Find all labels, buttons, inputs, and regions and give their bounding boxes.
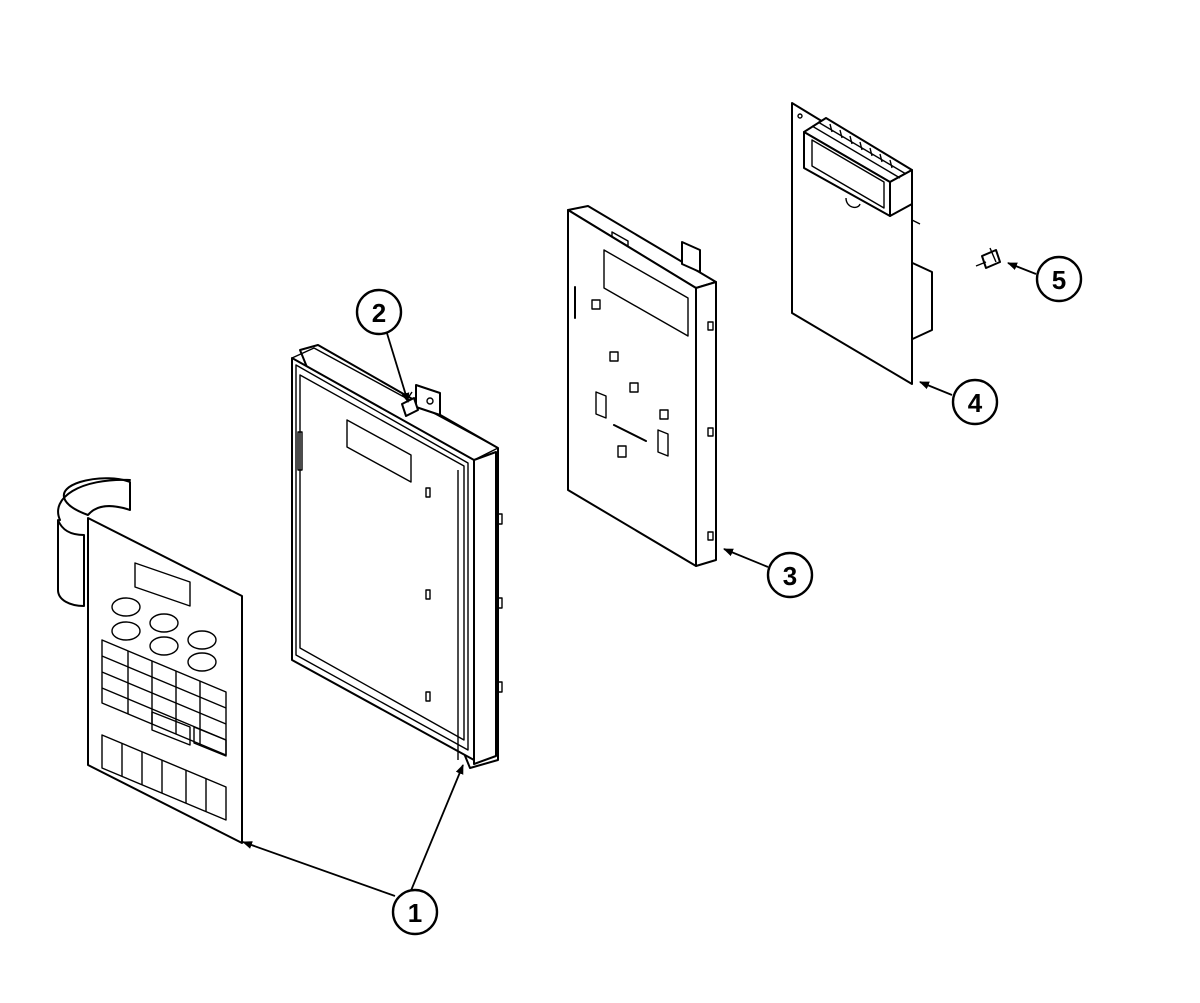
circuit-board-part xyxy=(791,102,933,385)
callout-label-3: 3 xyxy=(783,561,797,591)
callout-1: 1 xyxy=(391,888,439,936)
leader-line-2 xyxy=(385,329,410,403)
leader-line-5 xyxy=(1007,262,1037,275)
mounting-bracket-part xyxy=(567,205,717,567)
callout-circle-3 xyxy=(766,551,814,599)
callout-label-5: 5 xyxy=(1052,265,1066,295)
leader-line-1b xyxy=(409,764,464,894)
leader-line-3 xyxy=(723,548,769,568)
keypad-membrane-part xyxy=(57,477,243,844)
callout-label-4: 4 xyxy=(968,388,983,418)
callout-4: 4 xyxy=(951,378,999,426)
callout-circle-5 xyxy=(1035,255,1083,303)
callout-circle-1 xyxy=(391,888,439,936)
callout-2: 2 xyxy=(355,288,403,336)
callout-3: 3 xyxy=(766,551,814,599)
callout-circle-4 xyxy=(951,378,999,426)
leader-line-1a xyxy=(242,841,396,897)
screw-part-5 xyxy=(975,247,1001,269)
callout-label-1: 1 xyxy=(408,898,422,928)
callout-5: 5 xyxy=(1035,255,1083,303)
leader-line-4 xyxy=(919,381,953,396)
callout-label-2: 2 xyxy=(372,298,386,328)
control-panel-frame-part xyxy=(291,344,503,769)
callout-circle-2 xyxy=(355,288,403,336)
